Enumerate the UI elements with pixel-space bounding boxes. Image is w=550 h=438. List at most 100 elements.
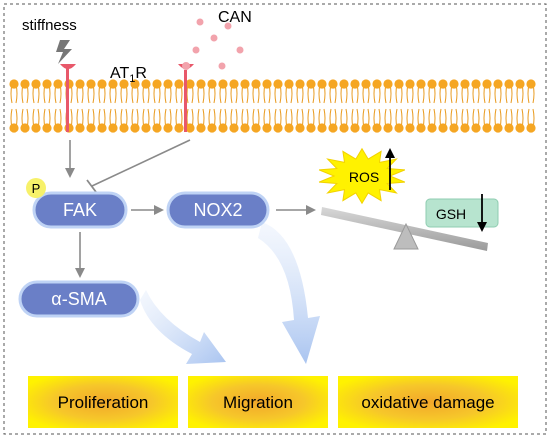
lipid-head [130, 79, 140, 89]
lipid-head [262, 79, 272, 89]
lipid-head [361, 123, 371, 133]
mechanosensor-receptor [60, 64, 76, 132]
lipid-head [438, 79, 448, 89]
gsh-box [425, 198, 499, 228]
lipid-head [163, 79, 173, 89]
asma-to-migration-flow-arrow [140, 290, 226, 364]
down-arrow-icon [477, 194, 487, 232]
lipid-head [339, 123, 349, 133]
lipid-head [152, 123, 162, 133]
lipid-head [240, 123, 250, 133]
lipid-head [405, 123, 415, 133]
lipid-head [460, 123, 470, 133]
lipid-head [515, 123, 525, 133]
at1r-inhibits-fak-line [91, 139, 191, 187]
lipid-head [229, 123, 239, 133]
lipid-head [504, 79, 514, 89]
lipid-head [218, 123, 228, 133]
lipid-head [196, 123, 206, 133]
lipid-head [196, 79, 206, 89]
lipid-head [284, 123, 294, 133]
migration-box [188, 376, 328, 428]
oxidative-damage-box [338, 376, 518, 428]
lightning-icon [56, 40, 72, 64]
lipid-head [438, 123, 448, 133]
lipid-head [504, 123, 514, 133]
lipid-head [31, 79, 41, 89]
lipid-head [86, 79, 96, 89]
can-label: CAN [218, 9, 252, 26]
lipid-head [526, 123, 536, 133]
nox2-label: NOX2 [193, 200, 242, 220]
lipid-head [53, 79, 63, 89]
nox2-node [166, 191, 270, 229]
at1r-receptor [178, 62, 194, 132]
lipid-head [20, 79, 30, 89]
seesaw-icon [321, 207, 488, 251]
lipid-head [53, 123, 63, 133]
lipid-head [427, 123, 437, 133]
fak-label: FAK [63, 200, 97, 220]
lipid-head [493, 123, 503, 133]
lipid-head [20, 123, 30, 133]
lipid-head [185, 79, 195, 89]
lipid-head [405, 79, 415, 89]
lipid-head [273, 79, 283, 89]
lipid-head [240, 79, 250, 89]
lipid-head [295, 123, 305, 133]
lipid-head [350, 79, 360, 89]
lipid-head [75, 79, 85, 89]
asma-label: α-SMA [51, 289, 106, 309]
lipid-head [471, 79, 481, 89]
lipid-head [108, 123, 118, 133]
lipid-head [328, 79, 338, 89]
lipid-head [251, 79, 261, 89]
cell-membrane [9, 79, 536, 133]
lipid-head [394, 123, 404, 133]
can-ligand-dots [192, 18, 244, 70]
lipid-head [328, 123, 338, 133]
lipid-head [251, 123, 261, 133]
inhibition-bar [86, 179, 97, 193]
lipid-head [284, 79, 294, 89]
lipid-head [174, 79, 184, 89]
lipid-head [383, 79, 393, 89]
at1r-label: AT1R [110, 65, 147, 85]
lipid-head [207, 79, 217, 89]
lipid-head [526, 79, 536, 89]
lipid-head [141, 79, 151, 89]
lipid-head [372, 123, 382, 133]
lipid-head [416, 123, 426, 133]
lipid-head [306, 123, 316, 133]
lipid-head [174, 123, 184, 133]
asma-node [18, 280, 140, 318]
lipid-head [9, 123, 19, 133]
lipid-head [339, 79, 349, 89]
lipid-head [218, 79, 228, 89]
lipid-head [163, 123, 173, 133]
lipid-head [273, 123, 283, 133]
nox2-to-migration-flow-arrow [258, 222, 320, 364]
lipid-head [97, 79, 107, 89]
lipid-head [471, 123, 481, 133]
lipid-head [493, 79, 503, 89]
lipid-head [97, 123, 107, 133]
lipid-head [119, 123, 129, 133]
lipid-head [229, 79, 239, 89]
lipid-head [75, 123, 85, 133]
lipid-head [185, 123, 195, 133]
proliferation-label: Proliferation [58, 393, 149, 412]
lipid-head [416, 79, 426, 89]
lipid-head [350, 123, 360, 133]
lipid-head [372, 79, 382, 89]
lipid-head [31, 123, 41, 133]
phospho-badge [26, 178, 46, 198]
lipid-head [449, 123, 459, 133]
lipid-head [460, 79, 470, 89]
up-arrow-icon [385, 148, 395, 190]
lipid-head [306, 79, 316, 89]
lipid-head [119, 79, 129, 89]
proliferation-box [28, 376, 178, 428]
lipid-head [317, 79, 327, 89]
lipid-head [361, 79, 371, 89]
